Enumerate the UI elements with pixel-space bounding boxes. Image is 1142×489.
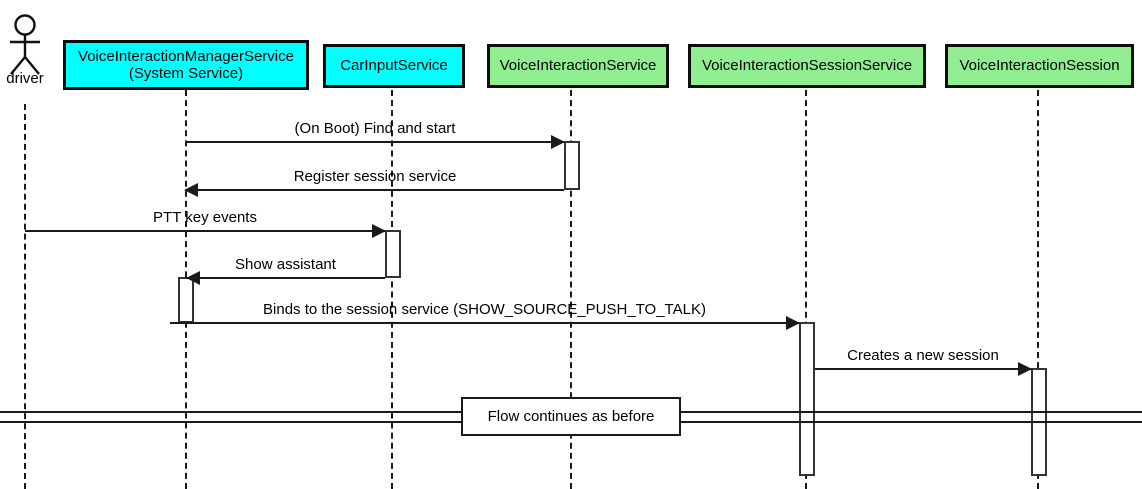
participant-box-cis[interactable]: CarInputService — [323, 44, 465, 88]
lifeline-session — [1037, 90, 1039, 489]
message-line-5 — [170, 322, 799, 324]
message-arrowhead-6 — [1018, 362, 1032, 376]
message-label-3: PTT key events — [153, 209, 257, 226]
message-label-1: (On Boot) Find and start — [294, 120, 456, 137]
participant-label-viss: VoiceInteractionSessionService — [701, 57, 913, 75]
message-line-3 — [25, 230, 385, 232]
message-label-5: Binds to the session service (SHOW_SOURC… — [263, 301, 706, 318]
activation-bar-vis — [564, 141, 580, 190]
message-label-6: Creates a new session — [847, 347, 999, 364]
message-arrowhead-2 — [184, 183, 198, 197]
stick-figure-icon — [10, 14, 40, 75]
message-line-4 — [186, 277, 385, 279]
participant-box-viss[interactable]: VoiceInteractionSessionService — [688, 44, 926, 88]
message-line-1 — [186, 141, 564, 143]
participant-box-vims[interactable]: VoiceInteractionManagerService (System S… — [63, 40, 309, 90]
activation-bar-cis — [385, 230, 401, 278]
participant-box-session[interactable]: VoiceInteractionSession — [945, 44, 1134, 88]
participant-box-vis[interactable]: VoiceInteractionService — [487, 44, 669, 88]
message-label-2: Register session service — [293, 168, 457, 185]
break-note-box: Flow continues as before — [461, 397, 681, 436]
lifeline-driver — [24, 104, 26, 489]
activation-bar-viss — [799, 322, 815, 476]
participant-label-vis: VoiceInteractionService — [499, 57, 657, 75]
actor-driver — [2, 14, 48, 76]
message-arrowhead-5 — [786, 316, 800, 330]
participant-label-cis: CarInputService — [340, 57, 448, 75]
lifeline-cis — [391, 90, 393, 489]
message-arrowhead-3 — [372, 224, 386, 238]
lifeline-vis — [570, 90, 572, 489]
participant-label-session: VoiceInteractionSession — [959, 57, 1120, 75]
message-line-2 — [186, 189, 564, 191]
message-label-4: Show assistant — [235, 256, 336, 273]
participant-label-vims-line1: VoiceInteractionManagerService — [78, 47, 294, 65]
break-note-label: Flow continues as before — [487, 408, 655, 425]
message-arrowhead-1 — [551, 135, 565, 149]
actor-label-driver: driver — [6, 70, 44, 87]
lifeline-viss — [805, 90, 807, 489]
message-line-6 — [815, 368, 1031, 370]
message-arrowhead-4 — [186, 271, 200, 285]
participant-label-vims-line2: (System Service) — [128, 65, 244, 82]
